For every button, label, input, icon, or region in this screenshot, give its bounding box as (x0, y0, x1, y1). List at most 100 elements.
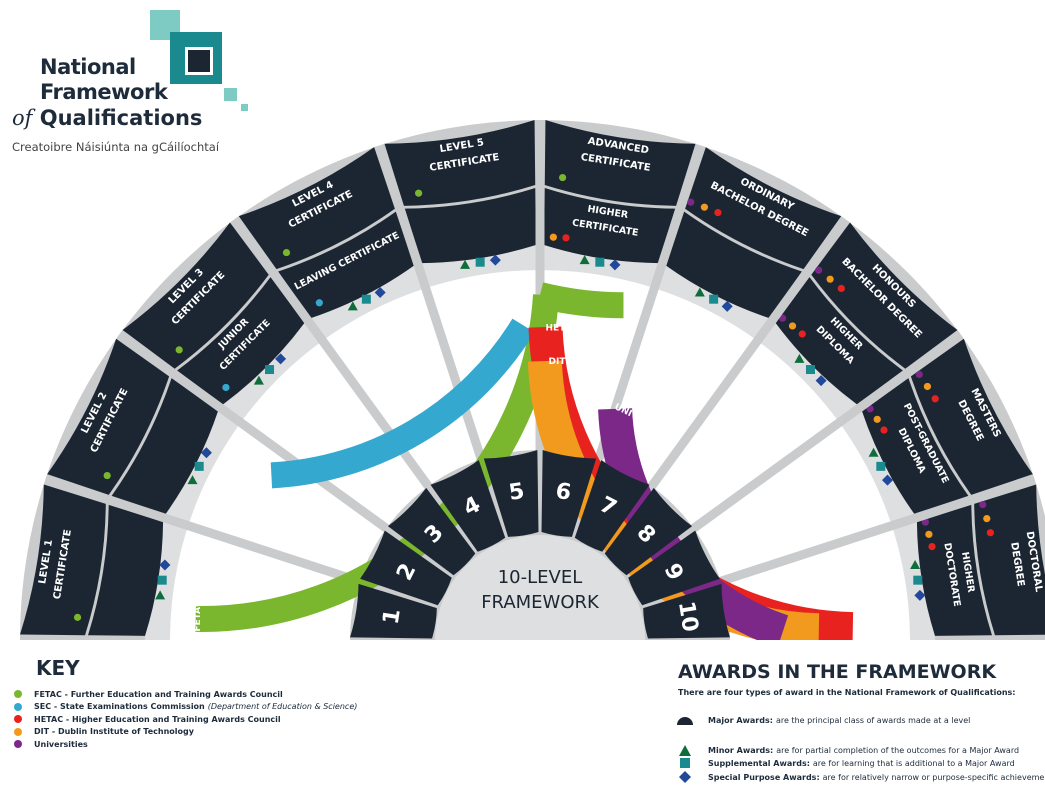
level-segment (387, 487, 476, 576)
level-segment (643, 583, 730, 639)
center-title-line2: FRAMEWORK (481, 592, 600, 613)
award-desc: are the principal class of awards made a… (775, 715, 971, 725)
level-spoke (648, 216, 850, 489)
special-purpose-award-icon (815, 375, 827, 387)
level-spokes (44, 120, 1036, 586)
hetac-dot (14, 715, 22, 724)
outer-award-dot (73, 613, 82, 621)
key-item-fetac: FETAC - Further Education and Training A… (14, 688, 357, 701)
special-purpose-award-icon (200, 447, 212, 459)
key-item-note: (Department of Education & Science) (207, 702, 358, 712)
special-purpose-award-icon (159, 559, 171, 571)
fetac-dot (14, 690, 22, 699)
supplemental-award-icon (194, 461, 204, 471)
outer-award-segment (685, 147, 842, 270)
supplemental-award-icon (913, 575, 923, 585)
minor-award-icon (187, 475, 198, 485)
center-disc (435, 535, 645, 640)
outer-award-dot (837, 284, 845, 293)
outer-award-dot (687, 198, 695, 206)
inner-award-segment (861, 378, 969, 515)
outer-award-dot (175, 346, 183, 354)
outer-award-segment (238, 147, 395, 270)
inner-award-segment (278, 211, 415, 319)
inner-award-segment (88, 504, 164, 636)
special-purpose-award-icon (914, 589, 926, 601)
inner-award-dot (315, 299, 323, 307)
special-purpose-award-icon (275, 353, 287, 365)
award-major: Major Awards:are the principal class of … (676, 715, 970, 725)
minor-award-icon (676, 745, 694, 756)
outer-award-dot (103, 471, 111, 480)
level-2-inner (111, 378, 219, 515)
logo-square-tiny (241, 104, 248, 111)
award-name: Minor Awards: (708, 746, 774, 755)
minor-award-icon (253, 375, 264, 385)
supplemental-award-icon (805, 365, 815, 375)
level-segment (574, 460, 650, 552)
key-item-sec: SEC - State Examinations Commission(Depa… (14, 701, 357, 714)
key-item-universities: Universities (14, 738, 357, 751)
level-segment (541, 450, 597, 537)
inner-award-dot (778, 314, 787, 322)
level-number: 1 (379, 607, 406, 626)
supplemental-award-icon (265, 365, 275, 375)
key-title: KEY (36, 656, 80, 680)
special-purpose-award-icon (374, 286, 386, 298)
level-segment (360, 530, 452, 606)
fetac-arc-ext (536, 282, 624, 319)
outer-award-dot (415, 189, 423, 197)
minor-award-icon (910, 560, 921, 570)
outer-award-dot (700, 203, 709, 211)
award-name: Supplemental Awards: (708, 758, 810, 768)
level-segment (430, 460, 506, 552)
outer-award-dot (826, 275, 834, 283)
outer-award-segment (974, 484, 1045, 636)
level-spoke (44, 475, 361, 586)
level-spoke (719, 475, 1036, 586)
dit-label: DIT (549, 357, 567, 367)
nfq-logo: National Framework of Qualifications Cre… (10, 8, 270, 168)
outer-award-dot (979, 501, 987, 509)
outer-award-dot (986, 529, 994, 537)
level-spoke (594, 144, 705, 461)
level-segment (350, 583, 437, 639)
inner-award-dot (880, 426, 888, 434)
minor-award-icon (460, 259, 471, 269)
inner-award-segment (404, 188, 536, 264)
key-list: FETAC - Further Education and Training A… (14, 688, 357, 751)
level-segment (604, 487, 693, 576)
inner-award-dot (222, 383, 230, 392)
supplemental-award-icon (595, 257, 605, 267)
outer-award-segment (122, 222, 269, 369)
universities-dot (14, 740, 22, 749)
outer-award-segment (384, 120, 536, 206)
inner-award-segment (775, 277, 903, 405)
inner-award-dot (549, 233, 557, 241)
level-spoke (691, 330, 964, 532)
supplemental-award-icon (475, 257, 485, 267)
inner-award-segment (665, 211, 802, 319)
key-item-label: Universities (34, 739, 88, 749)
level-1-inner (88, 504, 164, 636)
logo-text-of: of (12, 106, 33, 130)
outer-award-dot (983, 515, 991, 523)
inner-award-dot (925, 530, 933, 538)
outer-award-dot (931, 395, 939, 403)
inner-award-dot (928, 543, 936, 551)
minor-award-icon (347, 301, 358, 311)
inner-award-segment (544, 188, 676, 264)
awards-intro: There are four types of award in the Nat… (678, 688, 1016, 697)
award-name: Special Purpose Awards: (708, 772, 820, 782)
level-segment (628, 530, 720, 606)
